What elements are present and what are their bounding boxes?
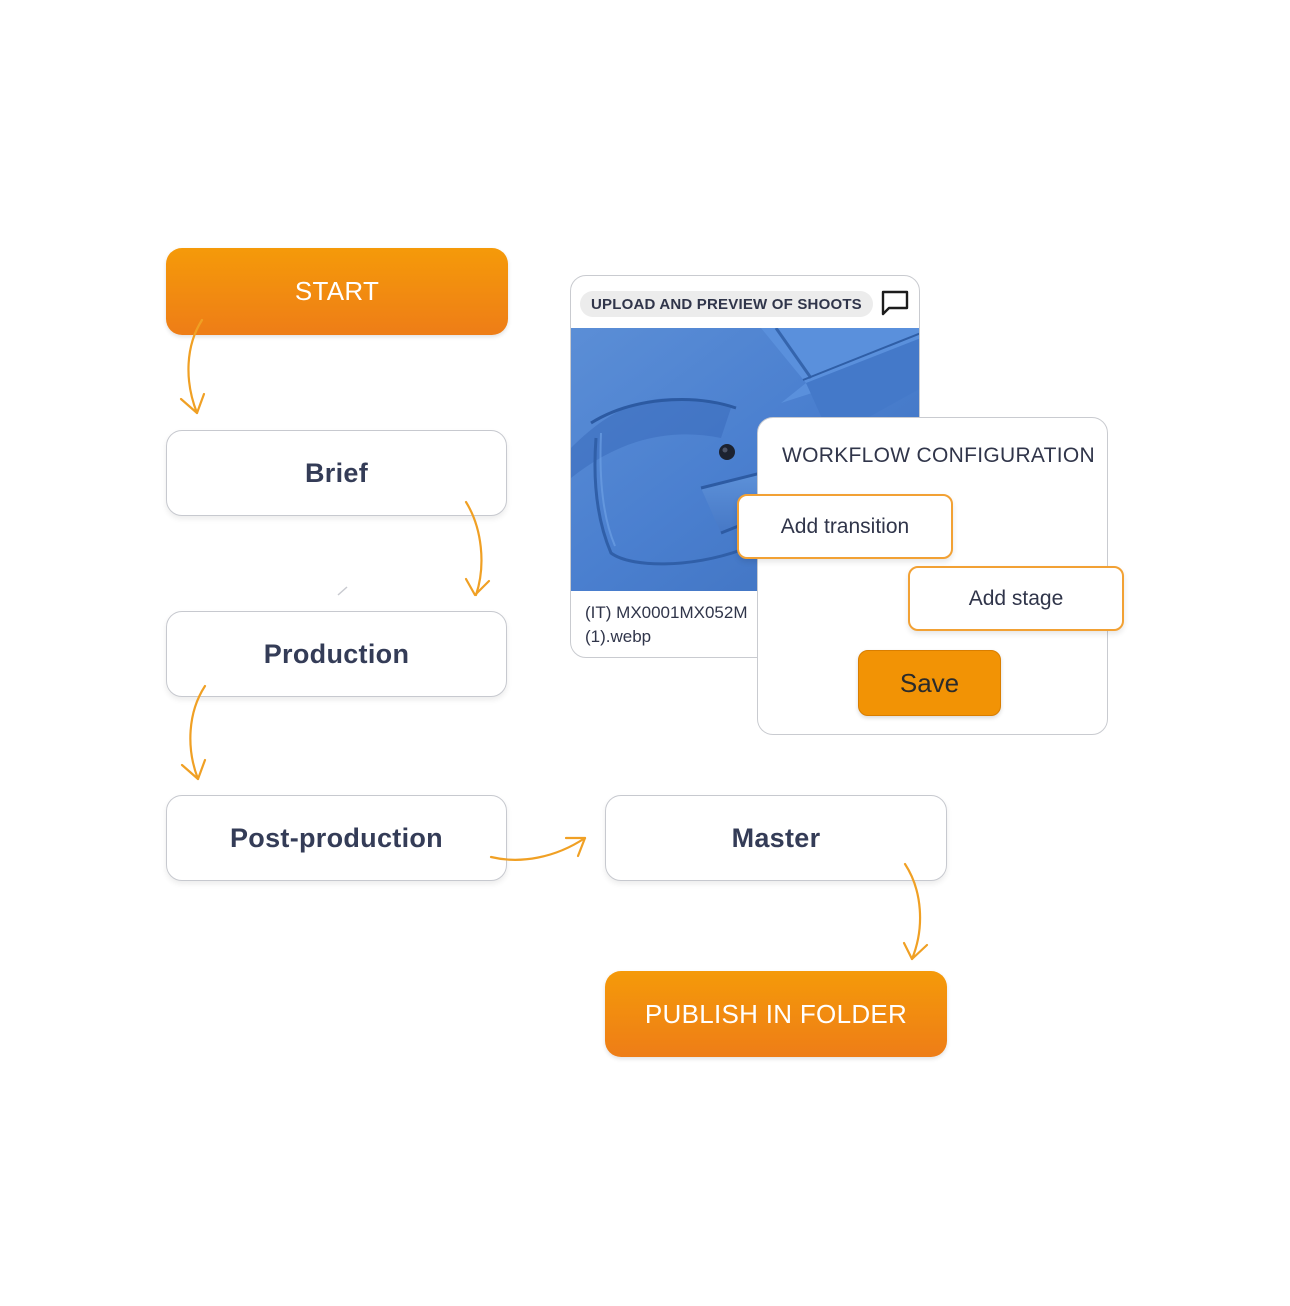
- postproduction-node: Post-production: [166, 795, 507, 881]
- arrow-production-to-postproduction: [180, 684, 207, 781]
- add-transition-button[interactable]: Add transition: [737, 494, 953, 559]
- brief-node: Brief: [166, 430, 507, 516]
- stray-mark: [337, 586, 348, 596]
- upload-card-header: UPLOAD AND PREVIEW OF SHOOTS: [571, 276, 919, 328]
- master-node: Master: [605, 795, 947, 881]
- master-label: Master: [731, 822, 821, 853]
- production-label: Production: [263, 638, 410, 669]
- file-name: (IT) MX0001MX052M (1).webp: [585, 601, 765, 649]
- save-button[interactable]: Save: [858, 650, 1001, 716]
- add-stage-button[interactable]: Add stage: [908, 566, 1124, 631]
- file-name-line-1: (IT) MX0001MX052M: [585, 603, 748, 622]
- publish-label: PUBLISH IN FOLDER: [644, 998, 908, 1029]
- production-node: Production: [166, 611, 507, 697]
- start-node: START: [166, 248, 508, 335]
- start-label: START: [294, 276, 380, 306]
- publish-node: PUBLISH IN FOLDER: [605, 971, 947, 1057]
- workflow-configuration-title: WORKFLOW CONFIGURATION: [782, 444, 1096, 467]
- upload-card-title: UPLOAD AND PREVIEW OF SHOOTS: [580, 291, 873, 317]
- file-name-line-2: (1).webp: [585, 627, 652, 646]
- brief-label: Brief: [304, 457, 368, 488]
- comment-icon[interactable]: [880, 289, 910, 317]
- postproduction-label: Post-production: [230, 822, 443, 853]
